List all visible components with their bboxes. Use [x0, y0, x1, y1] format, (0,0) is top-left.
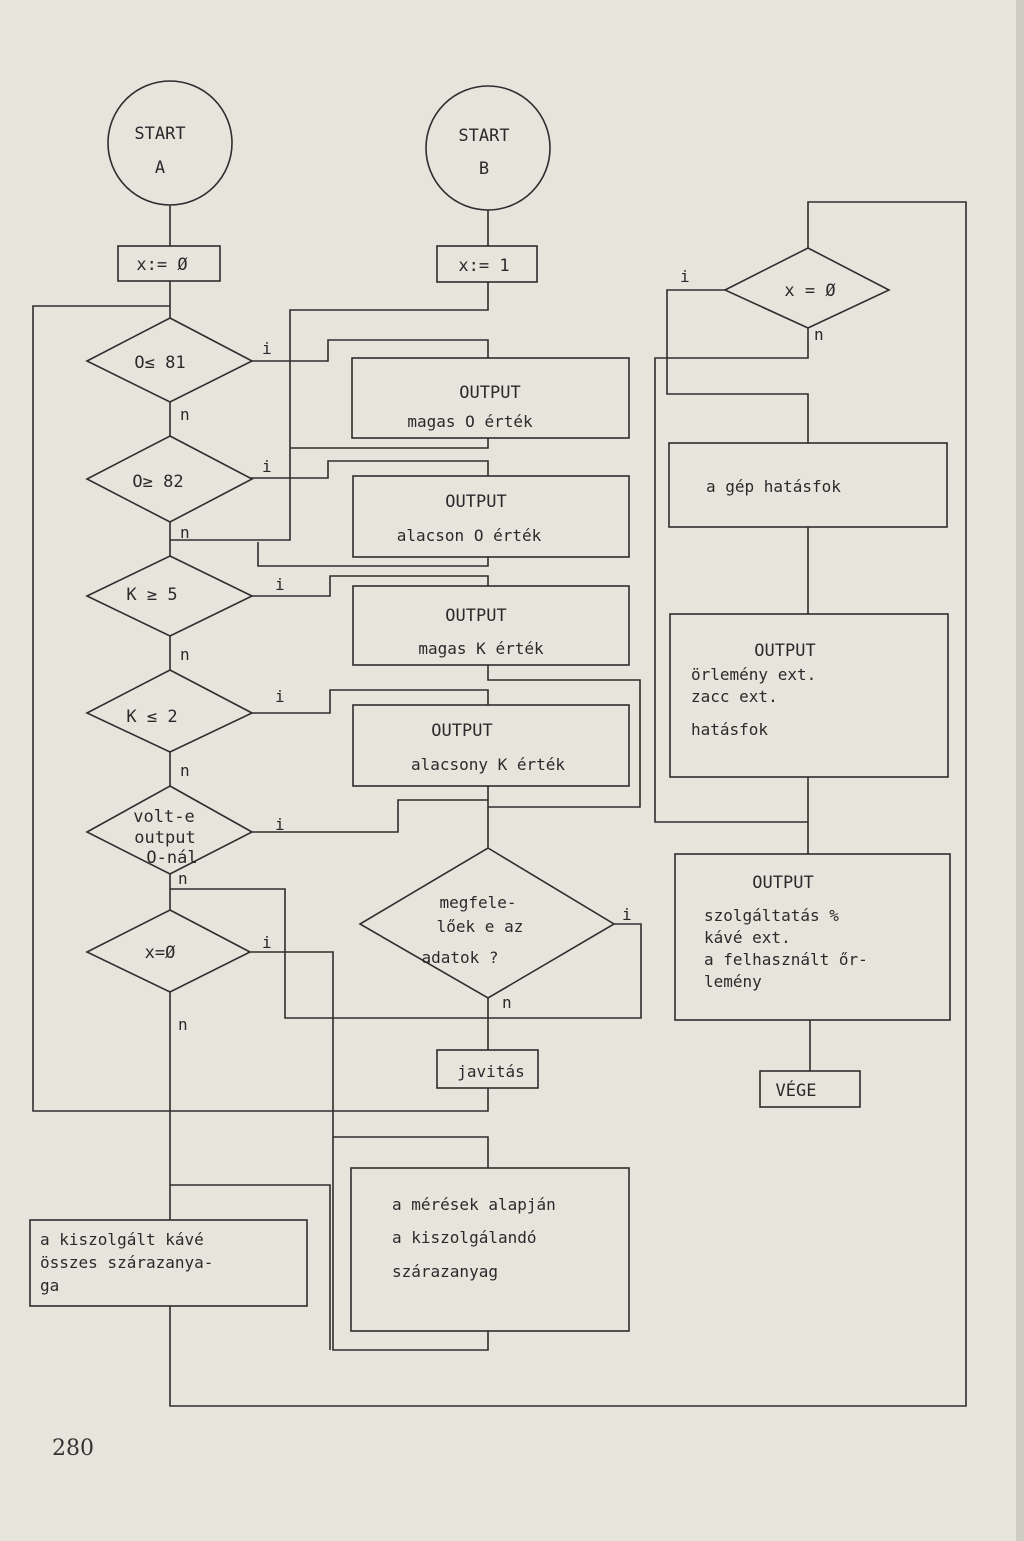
svg-text:OUTPUT: OUTPUT — [445, 606, 506, 626]
svg-text:O-nál: O-nál — [146, 848, 197, 868]
label-yes: i — [275, 575, 285, 594]
decision-k-ge-5: K ≥ 5 — [85, 555, 254, 637]
start-b-terminal: START B — [425, 85, 551, 211]
svg-text:a kiszolgálandó: a kiszolgálandó — [392, 1228, 537, 1247]
decision-adatok-megfeleloek: megfele- lőek e az adatok ? — [358, 847, 616, 999]
svg-text:a mérések alapján: a mérések alapján — [392, 1195, 556, 1214]
svg-text:ga: ga — [40, 1276, 59, 1295]
label-no: n — [180, 645, 190, 664]
label-yes: i — [275, 815, 285, 834]
svg-text:a kiszolgált kávé: a kiszolgált kávé — [40, 1230, 204, 1249]
page-edge — [1016, 0, 1024, 1541]
label-yes: i — [622, 905, 632, 924]
start-a-terminal: START A — [107, 80, 233, 206]
output-orlemeny-box: OUTPUT örlemény ext. zacc ext. hatásfok — [669, 613, 949, 778]
svg-text:adatok ?: adatok ? — [421, 948, 498, 967]
page-number: 280 — [52, 1436, 94, 1461]
assign-x-zero-box: x:= Ø — [117, 245, 221, 282]
assign-x-one-box: x:= 1 — [436, 245, 538, 283]
kiszolgalt-kave-box: a kiszolgált kávé összes szárazanya- ga — [29, 1219, 308, 1307]
decision-o-ge-b2: O≥ 82 — [85, 435, 254, 523]
label-yes: i — [262, 933, 272, 952]
svg-text:OUTPUT: OUTPUT — [752, 873, 813, 893]
svg-text:alacsony K érték: alacsony K érték — [411, 755, 565, 774]
label-no: n — [180, 761, 190, 780]
svg-text:kávé ext.: kávé ext. — [704, 928, 791, 947]
label-yes: i — [275, 687, 285, 706]
svg-text:OUTPUT: OUTPUT — [459, 383, 520, 403]
output-alacsony-o-box: OUTPUT alacson O érték — [352, 475, 630, 558]
output-alacsony-k-box: OUTPUT alacsony K érték — [352, 704, 630, 787]
javitas-box: javitás — [436, 1049, 539, 1089]
svg-text:START: START — [134, 124, 185, 144]
svg-text:OUTPUT: OUTPUT — [754, 641, 815, 661]
branch-labels: i n i n i n i n i n i n i n i n — [178, 267, 824, 1034]
svg-text:örlemény ext.: örlemény ext. — [691, 665, 816, 684]
output-szolgaltatas-box: OUTPUT szolgáltatás % kávé ext. a felhas… — [674, 853, 951, 1021]
svg-text:magas K érték: magas K érték — [418, 639, 544, 658]
vege-terminal: VÉGE — [759, 1070, 861, 1108]
svg-text:A: A — [155, 158, 165, 178]
decision-o-le-b1: O≤ 81 — [85, 317, 254, 403]
svg-text:output: output — [134, 828, 195, 848]
svg-text:K ≤ 2: K ≤ 2 — [126, 707, 177, 727]
svg-text:B: B — [479, 159, 489, 179]
svg-text:x:= 1: x:= 1 — [458, 256, 509, 276]
svg-text:START: START — [458, 126, 509, 146]
svg-text:VÉGE: VÉGE — [776, 1079, 817, 1101]
label-no: n — [502, 993, 512, 1012]
svg-text:K ≥ 5: K ≥ 5 — [126, 585, 177, 605]
label-no: n — [178, 869, 188, 888]
decision-volt-output: volt-e output O-nál — [85, 785, 254, 875]
decision-x-eq-zero-left: x=Ø — [85, 909, 252, 993]
decision-x-eq-zero-right: x = Ø — [723, 247, 891, 329]
svg-text:szolgáltatás %: szolgáltatás % — [704, 906, 839, 925]
svg-text:volt-e: volt-e — [133, 807, 194, 827]
svg-text:lemény: lemény — [704, 972, 762, 991]
svg-text:x = Ø: x = Ø — [784, 281, 835, 301]
connectors — [32, 201, 967, 1407]
label-no: n — [178, 1015, 188, 1034]
svg-text:alacson O érték: alacson O érték — [397, 526, 542, 545]
svg-text:x=Ø: x=Ø — [145, 943, 176, 963]
label-yes: i — [680, 267, 690, 286]
svg-text:OUTPUT: OUTPUT — [445, 492, 506, 512]
svg-text:lőek e az: lőek e az — [437, 917, 524, 936]
svg-text:zacc ext.: zacc ext. — [691, 687, 778, 706]
label-no: n — [180, 405, 190, 424]
label-no: n — [814, 325, 824, 344]
svg-text:megfele-: megfele- — [439, 893, 516, 912]
svg-text:a gép hatásfok: a gép hatásfok — [706, 477, 841, 496]
label-yes: i — [262, 339, 272, 358]
svg-text:x:= Ø: x:= Ø — [136, 255, 187, 275]
svg-text:a felhasznált őr-: a felhasznált őr- — [704, 950, 868, 969]
meresek-alapjan-box: a mérések alapján a kiszolgálandó száraz… — [350, 1167, 630, 1332]
svg-text:összes szárazanya-: összes szárazanya- — [40, 1253, 213, 1272]
svg-text:O≤ 81: O≤ 81 — [134, 353, 185, 373]
decision-k-le-2: K ≤ 2 — [85, 669, 254, 753]
output-magas-o-box: OUTPUT magas O érték — [351, 357, 630, 439]
label-yes: i — [262, 457, 272, 476]
svg-text:magas O érték: magas O érték — [407, 412, 533, 431]
gep-hatasfok-box: a gép hatásfok — [668, 442, 948, 528]
svg-text:javitás: javitás — [457, 1062, 524, 1081]
label-no: n — [180, 523, 190, 542]
svg-text:szárazanyag: szárazanyag — [392, 1262, 498, 1281]
svg-text:O≥ 82: O≥ 82 — [132, 472, 183, 492]
output-magas-k-box: OUTPUT magas K érték — [352, 585, 630, 666]
svg-text:hatásfok: hatásfok — [691, 720, 768, 739]
svg-text:OUTPUT: OUTPUT — [431, 721, 492, 741]
